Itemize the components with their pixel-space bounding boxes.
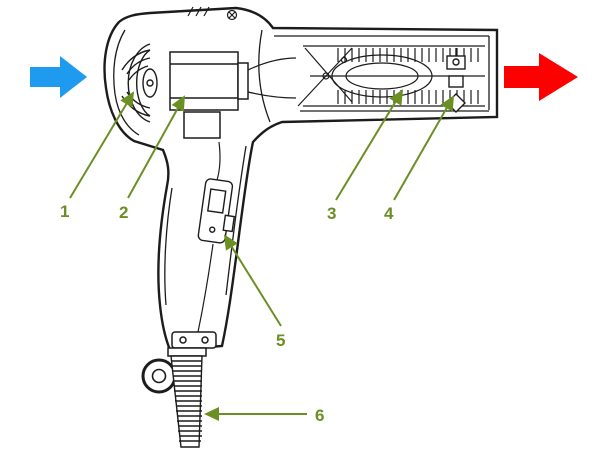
coil-loop-outer	[331, 54, 433, 98]
fan-hub	[142, 68, 158, 98]
wiring	[197, 57, 297, 333]
cord-clamp	[167, 331, 217, 357]
vent-ticks	[187, 6, 210, 17]
callout-line-5	[223, 234, 282, 327]
dryer-body	[103, 6, 499, 448]
handle-inner-right	[225, 145, 247, 296]
callout-line-4	[393, 95, 454, 201]
callout-number-2: 2	[119, 203, 128, 222]
intake-arrow-shape	[30, 56, 87, 98]
switch-knob	[222, 214, 236, 233]
intake-arrow	[30, 56, 87, 98]
callout-number-5: 5	[276, 331, 285, 350]
switch-dot	[209, 226, 216, 233]
cowl-inner-wall	[113, 29, 140, 136]
hang-ring	[141, 358, 177, 394]
handle-inner-left	[164, 187, 173, 306]
fan-rim-outer	[127, 43, 151, 123]
housing-screw	[226, 9, 238, 21]
fan-shaft	[146, 79, 154, 87]
fan-blades-upper	[121, 49, 151, 81]
callout-line-2	[127, 95, 185, 199]
cord-ribs	[171, 360, 202, 442]
motor-housing	[169, 51, 239, 111]
power-cord	[170, 355, 203, 448]
wire-lower	[247, 91, 297, 99]
wire-to-switch	[216, 141, 221, 181]
hang-ring-outer	[141, 358, 177, 394]
callout-number-4: 4	[384, 204, 394, 223]
cutout-body	[446, 55, 466, 70]
housing-screw-slot	[228, 11, 236, 19]
callout-line-3	[335, 89, 404, 201]
heater-coil-hatching-top	[337, 48, 479, 62]
motor	[169, 51, 249, 139]
callout-number-1: 1	[60, 202, 69, 221]
clamp-bracket	[171, 331, 217, 349]
heater-terminal-1	[322, 72, 330, 80]
cutout-contact	[452, 58, 460, 66]
wire-to-cord	[197, 243, 214, 333]
coil-loop-inner	[345, 62, 419, 90]
wire-upper	[247, 57, 297, 71]
power-switch	[197, 178, 236, 244]
callout-numbers: 1 2 3 4 5 6	[60, 202, 394, 425]
fan-rim-inner	[135, 49, 151, 117]
hang-ring-inner	[151, 368, 167, 384]
motor-mount	[183, 111, 221, 139]
callout-line-1	[69, 91, 135, 199]
dryer-body-outline	[103, 6, 499, 352]
clamp-screw-right	[201, 336, 209, 344]
cutout-base	[448, 75, 464, 88]
clamp-screw-left	[179, 336, 187, 344]
housing-vents	[187, 6, 238, 21]
switch-window	[207, 188, 227, 214]
clamp-lip	[167, 347, 207, 357]
motor-end-cap	[237, 62, 249, 100]
neck-divider	[258, 29, 271, 123]
exhaust-arrow	[504, 53, 578, 101]
callout-pointers	[69, 89, 454, 421]
callout-number-6: 6	[315, 406, 324, 425]
callout-number-3: 3	[327, 204, 336, 223]
exhaust-arrow-shape	[504, 53, 578, 101]
